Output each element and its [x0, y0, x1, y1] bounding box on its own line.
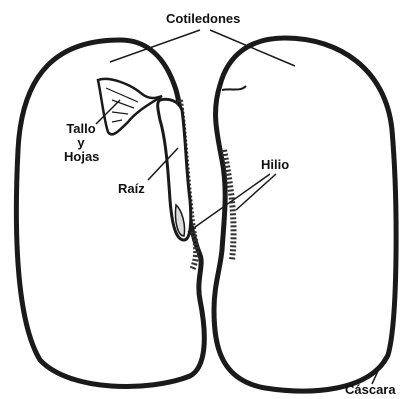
- label-tallo-line1: Tallo: [64, 122, 98, 136]
- label-tallo-line3: Hojas: [64, 150, 98, 164]
- label-tallo-y-hojas: Tallo y Hojas: [64, 122, 98, 164]
- label-hilio: Hilio: [261, 158, 289, 172]
- right-cotyledon: [214, 38, 396, 391]
- label-raiz: Raíz: [118, 182, 145, 196]
- label-cotiledones: Cotiledones: [166, 12, 240, 26]
- label-cascara: Cáscara: [345, 383, 396, 397]
- label-tallo-line2: y: [64, 136, 98, 150]
